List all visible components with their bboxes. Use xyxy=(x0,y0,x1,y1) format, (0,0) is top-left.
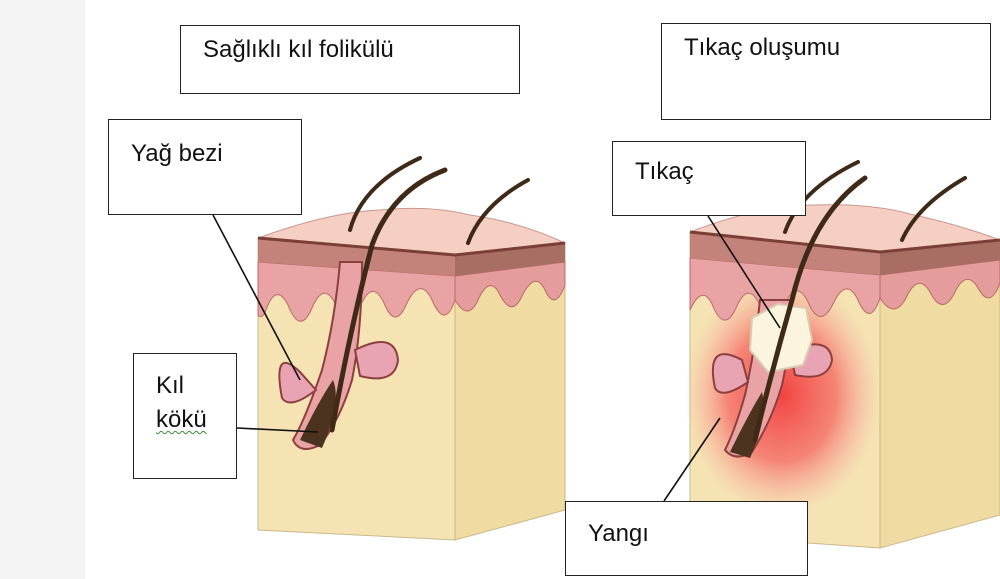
label-hair-root-line2: kökü xyxy=(156,406,207,433)
label-inflammation: Yangı xyxy=(565,501,808,576)
label-hair-root-line1: Kıl xyxy=(156,372,236,400)
title-plug-formation-text: Tıkaç oluşumu xyxy=(684,34,840,61)
plugged-skin-block xyxy=(684,162,1000,548)
label-sebaceous-gland: Yağ bezi xyxy=(108,119,302,215)
title-healthy-follicle-text: Sağlıklı kıl folikülü xyxy=(203,36,394,63)
sebaceous-gland-right xyxy=(355,342,398,378)
label-hair-root: Kıl kökü xyxy=(133,353,237,479)
label-plug-text: Tıkaç xyxy=(635,158,694,185)
label-inflammation-text: Yangı xyxy=(588,520,649,547)
label-plug: Tıkaç xyxy=(612,141,806,216)
title-plug-formation: Tıkaç oluşumu xyxy=(661,23,991,120)
label-sebaceous-gland-text: Yağ bezi xyxy=(131,140,223,167)
healthy-skin-block xyxy=(258,158,565,540)
title-healthy-follicle: Sağlıklı kıl folikülü xyxy=(180,25,520,94)
